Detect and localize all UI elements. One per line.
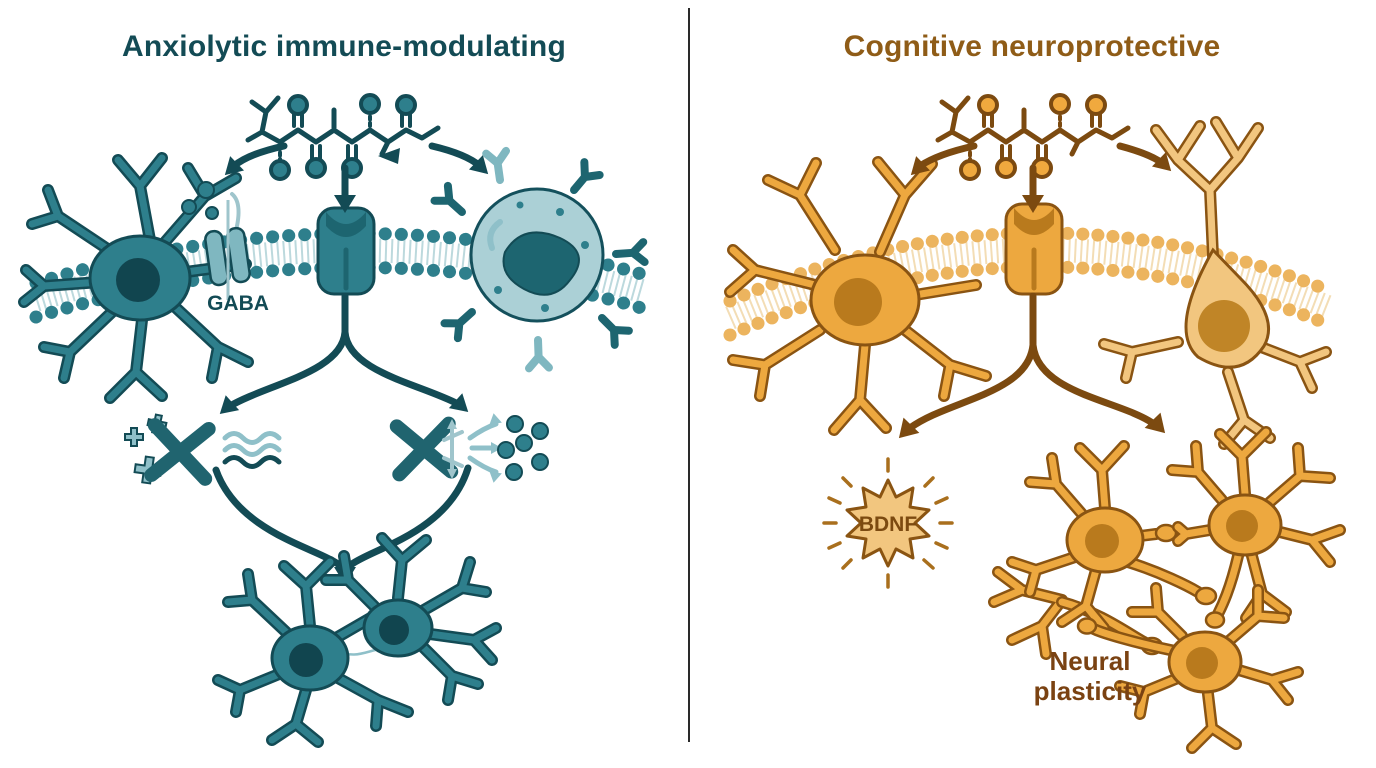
neural-plasticity-label-line2: plasticity bbox=[1034, 676, 1147, 706]
neural-plasticity-label-line1: Neural bbox=[1050, 646, 1131, 676]
x-mark-stress bbox=[144, 418, 216, 486]
calm-waves-icon bbox=[222, 431, 282, 469]
cytokine-dots bbox=[497, 415, 549, 481]
antibody-receptors bbox=[430, 146, 649, 373]
neuron-network-left bbox=[212, 532, 502, 748]
nucleus bbox=[116, 258, 160, 302]
immune-cell-nucleus bbox=[502, 231, 580, 296]
bdnf-rays bbox=[822, 457, 954, 589]
neuron-left-orange bbox=[724, 156, 992, 436]
arrows-right bbox=[898, 142, 1172, 439]
immune-cell bbox=[430, 146, 649, 373]
ion-channel-left bbox=[316, 206, 376, 296]
x-mark-cytokines bbox=[389, 416, 459, 482]
right-panel-title: Cognitive neuroprotective bbox=[843, 30, 1221, 63]
ion-channel-right bbox=[1004, 202, 1064, 296]
neuron-left-teal bbox=[18, 152, 254, 404]
gaba-label: GABA bbox=[207, 292, 269, 315]
nucleus bbox=[1198, 300, 1250, 352]
left-panel-title: Anxiolytic immune-modulating bbox=[122, 30, 566, 63]
bdnf-label: BDNF bbox=[859, 513, 917, 536]
bdnf-starburst: BDNF bbox=[822, 457, 954, 589]
molecule-left bbox=[245, 93, 441, 181]
nucleus bbox=[834, 278, 882, 326]
anxiety-blocked-symbol bbox=[124, 413, 282, 486]
bdnf-star bbox=[845, 478, 931, 568]
release-arrows-icon bbox=[467, 413, 502, 483]
gaba-receptor bbox=[181, 181, 251, 300]
blocked-release-icon bbox=[442, 419, 464, 479]
pyramidal-neuron bbox=[1098, 116, 1332, 450]
cognitive-panel-illustration: BDNF bbox=[722, 93, 1346, 754]
cytokine-blocked-symbol bbox=[389, 413, 549, 483]
neural-plasticity-network bbox=[988, 426, 1346, 754]
anxiolytic-panel-illustration: GABA bbox=[18, 93, 652, 748]
